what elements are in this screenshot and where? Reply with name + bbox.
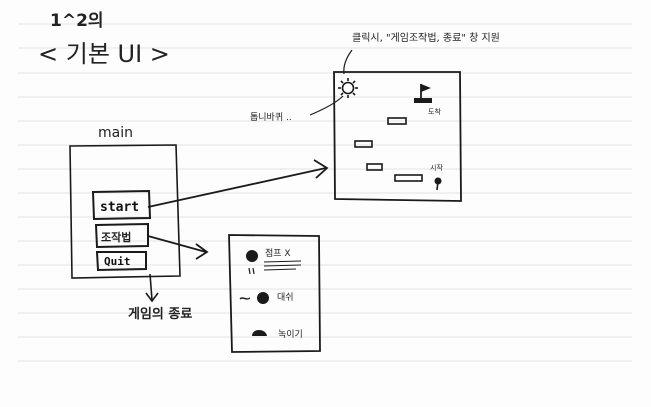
controls-button[interactable]: 조작법: [94, 222, 149, 249]
quit-button[interactable]: Quit: [95, 251, 147, 272]
game-screen-frame: [333, 71, 462, 202]
controls-screen-frame: [228, 234, 321, 353]
header-number: 1^2의: [50, 11, 104, 31]
goal-platform: [414, 98, 432, 103]
platform: [366, 163, 383, 171]
controls-button-label: 조작법: [101, 230, 131, 244]
settings-note-line: [343, 49, 353, 75]
settings-note: 클릭시, "게임조작법, 종료" 창 지원: [352, 31, 500, 44]
controls-to-screen-arrow: [147, 235, 207, 253]
controls-to-screen-arrow-head: [195, 243, 209, 260]
goal-label: 도착: [428, 108, 441, 116]
flag-icon: [414, 84, 432, 103]
melt-character-icon: [252, 330, 267, 336]
quit-arrow-head: [145, 292, 159, 303]
jump-description-lines: [263, 260, 302, 271]
dash-label: 대쉬: [277, 292, 294, 303]
jump-label: 점프 X: [265, 247, 291, 259]
pin-icon: [434, 177, 442, 191]
main-screen-label: main: [98, 125, 133, 141]
motion-marks: [248, 267, 255, 275]
start-button-label: start: [100, 200, 139, 215]
quit-note: 게임의 종료: [128, 306, 192, 322]
quit-arrow: [149, 273, 153, 301]
dash-motion-icon: [239, 297, 251, 300]
platform: [354, 140, 373, 148]
melt-label: 녹이기: [278, 329, 303, 340]
platform: [387, 117, 407, 125]
start-label: 시작: [430, 163, 443, 172]
start-to-game-arrow: [147, 167, 327, 208]
start-button[interactable]: start: [91, 189, 152, 221]
dash-character-icon: [257, 292, 269, 304]
quit-button-label: Quit: [104, 255, 131, 268]
gear-note: 톱니바퀴 ..: [250, 112, 292, 123]
platform: [394, 174, 423, 182]
jump-character-icon: [246, 250, 258, 262]
page-title: < 기본 UI >: [38, 40, 170, 68]
main-screen-frame: [69, 144, 181, 279]
gear-icon[interactable]: [338, 78, 358, 98]
start-to-game-arrow-head: [313, 159, 329, 179]
gear-note-line: [309, 95, 344, 116]
